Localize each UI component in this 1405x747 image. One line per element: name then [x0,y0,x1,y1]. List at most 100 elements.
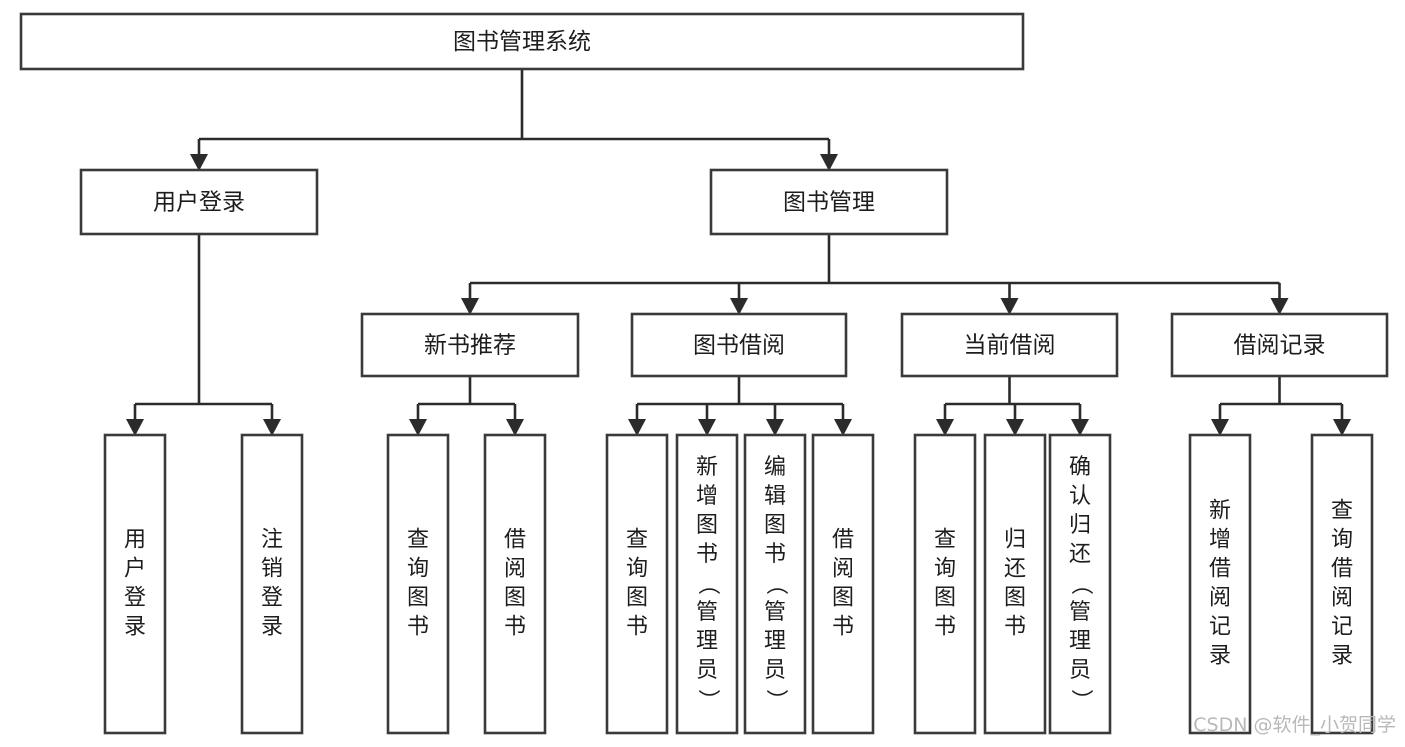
node-box-leaf-user-logout[interactable] [240,433,304,735]
node-label-char: 图 [696,513,718,538]
current-to-leaves-arrowhead-1 [1006,419,1024,436]
bookmgmt-to-level3-arrowhead-3 [1270,298,1289,315]
node-borrow-record[interactable]: 借阅记录 [1170,312,1389,378]
node-label-char: 书 [1004,615,1026,640]
node-box-borrow-record[interactable] [1170,312,1389,378]
node-label-char: 录 [1209,644,1231,669]
node-box-leaf-return-book[interactable] [983,433,1047,735]
node-box-leaf-add-book-admin[interactable] [675,433,739,735]
current-to-leaves-arrowhead-2 [1071,419,1089,436]
node-label-char: （ [695,573,720,595]
node-label-char: 图 [407,586,429,611]
node-box-leaf-borrow-book-recommend[interactable] [483,433,547,735]
recommend-to-leaves-arrowhead-0 [409,419,427,436]
node-label-char: 图 [764,513,786,538]
node-box-book-borrow[interactable] [630,312,848,378]
node-label-char: 图 [504,586,526,611]
node-label-char: 记 [1209,615,1231,640]
node-box-leaf-user-login[interactable] [103,433,167,735]
node-label-char: 用 [124,528,146,553]
node-label-char: 还 [1069,542,1091,567]
node-label-char: 书 [832,615,854,640]
node-label-char: 员 [764,658,786,683]
node-label-char: 借 [1209,557,1231,582]
node-label-char: 查 [626,528,648,553]
bookmgmt-to-level3-arrowhead-0 [461,298,479,315]
node-label-char: 书 [764,542,786,567]
node-label-char: 新 [696,455,718,480]
node-label-char: 借 [832,528,854,553]
node-label-char: 询 [626,557,648,582]
node-box-leaf-query-book-recommend[interactable] [386,433,450,735]
node-root[interactable]: 图书管理系统 [19,12,1025,71]
node-box-root[interactable] [19,12,1025,71]
bookmgmt-to-level3-arrowhead-2 [1000,298,1019,315]
node-label-char: 书 [504,615,526,640]
node-label-char: 询 [407,557,429,582]
node-label-char: 管 [1069,600,1091,625]
node-label-char: 借 [504,528,526,553]
node-box-leaf-query-book-borrow[interactable] [605,433,669,735]
node-label-user-login: 用户登录 [153,190,245,216]
node-label-char: 辑 [764,484,786,509]
node-label-char: 借 [1331,557,1353,582]
node-label-char: 理 [696,629,718,654]
node-label-char: 增 [696,484,718,509]
node-box-current-borrow[interactable] [900,312,1119,378]
current-to-leaves-arrowhead-0 [936,419,954,436]
node-label-char: 录 [1331,644,1353,669]
node-label-char: 查 [934,528,956,553]
node-label-char: 阅 [1209,586,1231,611]
node-label-char: 询 [934,557,956,582]
node-label-char: 图 [1004,586,1026,611]
node-user-login[interactable]: 用户登录 [79,168,319,236]
node-label-char: 员 [696,658,718,683]
node-label-char: 查 [1331,499,1353,524]
node-label-char: 阅 [1331,586,1353,611]
node-label-char: 确 [1069,455,1091,480]
node-box-new-book-recommend[interactable] [360,312,580,378]
node-box-user-login[interactable] [79,168,319,236]
node-label-borrow-record: 借阅记录 [1234,333,1326,359]
record-to-leaves-arrowhead-0 [1211,419,1229,436]
borrow-to-leaves-arrowhead-1 [698,419,716,436]
node-label-new-book-recommend: 新书推荐 [424,333,516,359]
node-label-root: 图书管理系统 [453,29,591,55]
node-current-borrow[interactable]: 当前借阅 [900,312,1119,378]
node-box-leaf-confirm-return-admin[interactable] [1048,433,1112,735]
node-box-leaf-query-book-current[interactable] [913,433,977,735]
node-label-char: 图 [934,586,956,611]
node-label-char: 录 [124,615,146,640]
node-new-book-recommend[interactable]: 新书推荐 [360,312,580,378]
borrow-to-leaves-arrowhead-2 [766,419,784,436]
node-box-leaf-add-borrow-record[interactable] [1188,433,1252,735]
borrow-to-leaves-arrowhead-3 [834,419,852,436]
node-label-char: 销 [261,557,283,582]
node-label-char: 阅 [504,557,526,582]
root-to-level2-arrowhead-1 [820,154,838,171]
node-leaf-user-login[interactable]: 用户登录 [103,433,167,735]
node-book-borrow[interactable]: 图书借阅 [630,312,848,378]
node-book-management[interactable]: 图书管理 [709,168,949,236]
node-box-book-management[interactable] [709,168,949,236]
node-label-char: 理 [1069,629,1091,654]
node-box-leaf-borrow-book[interactable] [811,433,875,735]
node-label-char: ） [763,689,788,711]
node-box-leaf-edit-book-admin[interactable] [743,433,807,735]
connector-layer [126,69,1351,436]
bookmgmt-to-level3-arrowhead-1 [730,298,748,315]
node-box-leaf-query-borrow-record[interactable] [1310,433,1374,735]
